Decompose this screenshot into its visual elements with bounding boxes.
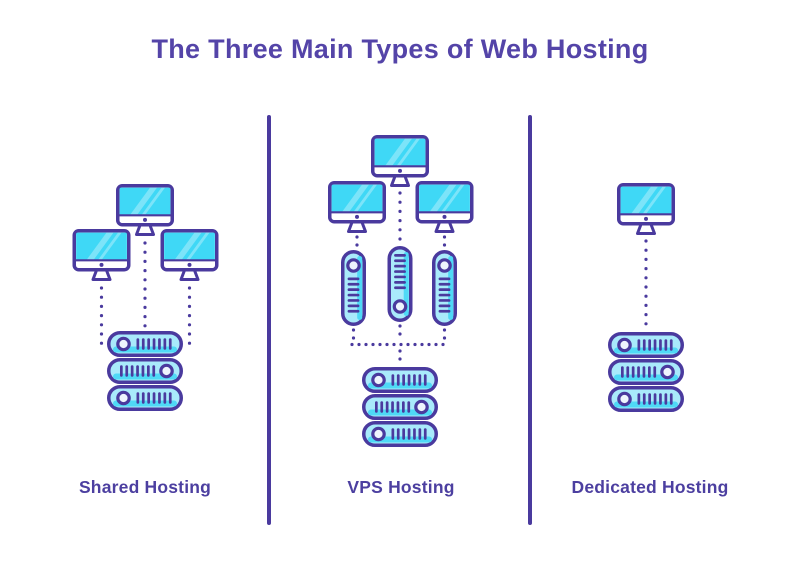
label-dedicated-hosting: Dedicated Hosting (571, 477, 729, 497)
monitor-icon (72, 229, 131, 282)
monitor-icon (617, 183, 675, 236)
vps-container-icon (387, 246, 413, 322)
vps-container-icon (432, 250, 457, 326)
monitor-icon (415, 181, 474, 234)
column-divider (267, 115, 271, 525)
server-stack-icon (364, 369, 437, 446)
monitor-icon (160, 229, 219, 282)
shared-hosting-diagram (72, 184, 219, 410)
monitor-icon (116, 184, 174, 237)
dedicated-hosting-diagram (610, 183, 683, 411)
server-stack-icon (610, 334, 683, 411)
label-shared-hosting: Shared Hosting (78, 477, 212, 497)
server-stack-icon (109, 333, 182, 410)
label-vps-hosting: VPS Hosting (347, 477, 455, 497)
column-divider (528, 115, 532, 525)
monitor-icon (371, 135, 429, 188)
page-title: The Three Main Types of Web Hosting (151, 34, 649, 64)
monitor-icon (328, 181, 386, 234)
vps-hosting-diagram (328, 135, 474, 446)
vps-container-icon (341, 250, 366, 326)
